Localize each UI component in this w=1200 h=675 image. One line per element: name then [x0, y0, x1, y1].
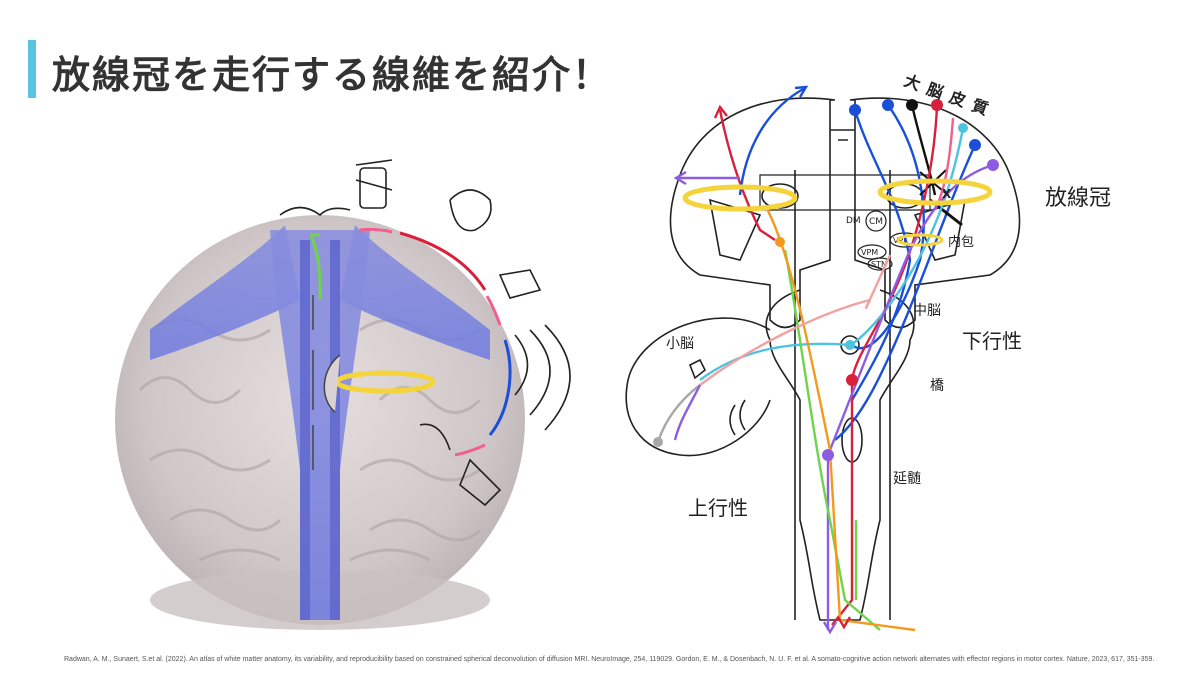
label-cerebellum: 小脳 — [666, 336, 694, 352]
label-ascending: 上行性 — [688, 496, 748, 520]
label-vpm: VPM — [861, 248, 878, 257]
label-corona-radiata: 放線冠 — [1045, 186, 1111, 211]
label-descending: 下行性 — [962, 329, 1022, 353]
title-accent-bar — [28, 40, 36, 98]
label-internal-capsule: 内包 — [948, 234, 974, 250]
internal-capsule-halo — [896, 233, 944, 247]
label-x: X — [942, 187, 952, 201]
label-cortex: 大脳皮質 — [902, 71, 999, 122]
label-midbrain: 中脳 — [913, 303, 941, 319]
fiber-bundles — [150, 225, 490, 620]
tract-endpoints — [653, 99, 999, 461]
cerebellum-outline — [625, 317, 771, 457]
tract-arrowheads — [673, 85, 852, 635]
label-cm: CM — [869, 217, 883, 227]
label-dm: DM — [846, 216, 861, 226]
homunculus-sketches — [279, 159, 571, 507]
label-stn: STN — [871, 260, 887, 269]
label-vpl: VPL — [893, 236, 908, 245]
slide-title: 放線冠を走行する線維を紹介！ — [52, 53, 613, 97]
tract-lines — [656, 86, 994, 632]
cerebrum-outline — [669, 97, 836, 329]
corona-radiata-halo-schematic-left — [682, 184, 798, 212]
references: Radwan, A. M., Sunaert, S.et al. (2022).… — [64, 656, 1155, 663]
label-pons: 橋 — [930, 378, 944, 394]
brain-3d-illustration — [115, 159, 571, 630]
label-medulla: 延髄 — [893, 471, 921, 487]
corona-radiata-halo-schematic-right — [877, 178, 993, 206]
